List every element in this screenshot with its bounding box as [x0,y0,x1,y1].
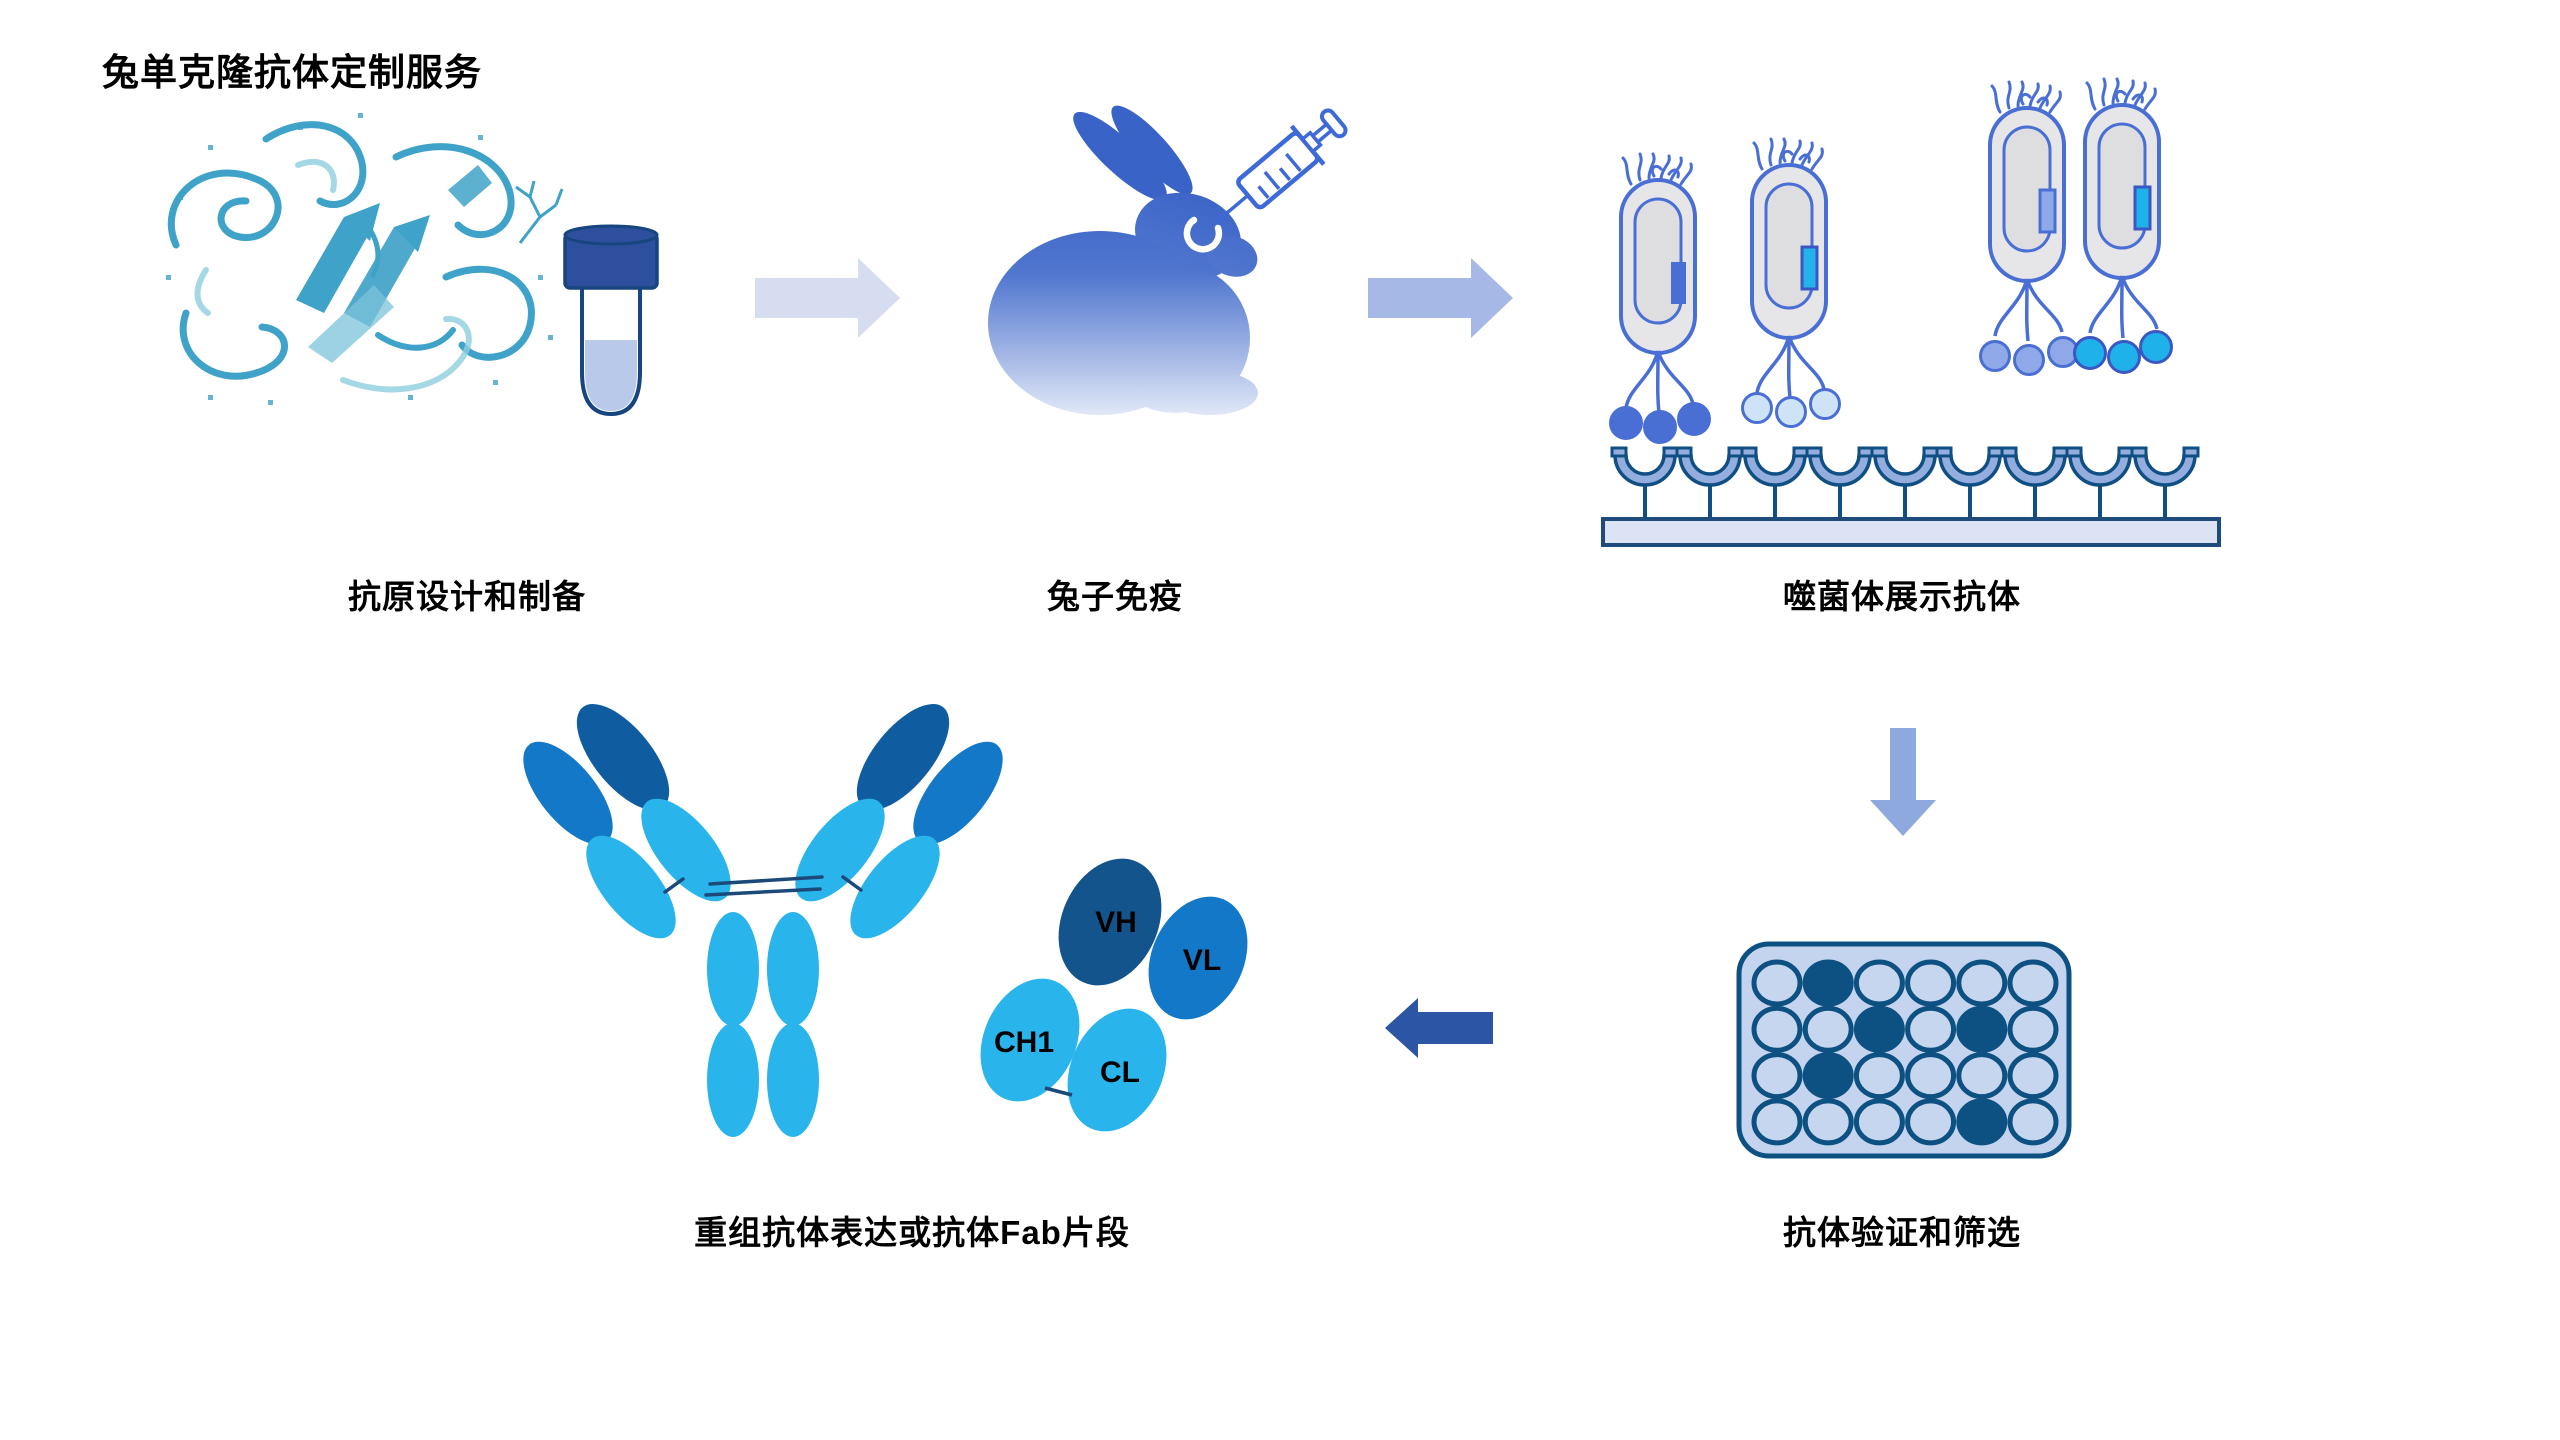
plate-well [1956,959,2008,1007]
plate-well [1853,1005,1905,1053]
fab-label-ch1: CH1 [994,1026,1054,1059]
plate-well [1905,959,1957,1007]
ch1-domain [641,798,731,902]
gene-insert [1671,262,1686,304]
arrow-left-icon [1385,998,1493,1058]
step-label-phage: 噬菌体展示抗体 [1783,578,2021,615]
vh-domain [1058,858,1162,986]
arrow-right-icon [755,258,900,338]
plate-well [2007,1005,2059,1053]
vh-domain [856,704,950,810]
plate-well [1802,1098,1854,1146]
step-label-screening: 抗体验证和筛选 [1783,1214,2021,1251]
plate-well [1853,1098,1905,1146]
rabbit-eye [1183,216,1223,253]
arrow-down-icon [1870,728,1936,836]
plate-well [1956,1098,2008,1146]
antigen-receptor-icon [2000,446,2070,519]
sample-tube-icon [563,224,659,417]
binding-surface-icon [1610,446,2200,519]
plate-well [1751,1098,1803,1146]
plate-well [1853,959,1905,1007]
glycan-sticks [515,180,564,244]
syringe-icon [1213,108,1348,225]
ch2-domain [767,912,819,1026]
plate-well [1802,1005,1854,1053]
tube-liquid [585,340,637,411]
ch3-domain [767,1023,819,1137]
gene-insert [1800,245,1819,291]
fab-label-vh: VH [1095,906,1137,939]
hinge-disulfide-bonds [663,875,863,897]
step-label-immunization: 兔子免疫 [1047,578,1183,615]
plate-well [1956,1052,2008,1100]
surface-bar [1601,517,2221,547]
plate-well [1905,1005,1957,1053]
phage-icon [1979,80,2079,376]
antibody-icon [523,704,1003,1137]
vl-domain [523,741,613,845]
plate-well [1905,1098,1957,1146]
antigen-receptor-icon [1740,446,1810,519]
disulfide-bond [1044,1086,1073,1097]
microplate-icon [1736,941,2072,1159]
ch3-domain [707,1023,759,1137]
plate-well [1751,1005,1803,1053]
fab-label-vl: VL [1183,944,1221,977]
gene-insert [2038,188,2057,234]
antigen-receptor-icon [1935,446,2005,519]
cl-domain [1067,1008,1167,1132]
page-title: 兔单克隆抗体定制服务 [102,52,482,93]
vh-domain [576,704,670,810]
plate-well [1802,1052,1854,1100]
antigen-receptor-icon [1870,446,1940,519]
rabbit-silhouette [988,105,1258,415]
fab-label-cl: CL [1100,1056,1140,1089]
plate-well [1956,1005,2008,1053]
gene-insert [2133,185,2152,231]
plate-well [2007,1052,2059,1100]
plate-wells [1751,959,2059,1146]
rabbit-icon [988,105,1348,415]
plate-well [1751,959,1803,1007]
protein-structure-icon [166,113,564,405]
antibody-illustration: VH VL CH1 CL [523,704,1248,1137]
phage-display-illustration [1601,77,2221,547]
antigen-receptor-icon [1805,446,1875,519]
plate-well [2007,1098,2059,1146]
step-label-antigen: 抗原设计和制备 [348,578,586,615]
phage-icon [2073,77,2173,374]
phage-icon [1741,137,1841,428]
arrow-right-icon [1368,258,1513,338]
ch1-domain [980,978,1080,1102]
cl-domain [850,835,940,939]
vl-domain [913,741,1003,845]
antigen-receptor-icon [1610,446,1680,519]
antigen-receptor-icon [2065,446,2135,519]
cl-domain [586,835,676,939]
antigen-receptor-icon [2130,446,2200,519]
plate-well [1853,1052,1905,1100]
vl-domain [1148,896,1248,1020]
step-label-expression: 重组抗体表达或抗体Fab片段 [694,1214,1130,1251]
beta-sheet-ribbons [296,165,492,327]
plate-well [2007,959,2059,1007]
phage-icon [1609,152,1711,444]
ch2-domain [707,912,759,1026]
antigen-receptor-icon [1675,446,1745,519]
fab-fragment-icon: VH VL CH1 CL [980,858,1248,1132]
plate-well [1751,1052,1803,1100]
plate-well [1802,959,1854,1007]
plate-well [1905,1052,1957,1100]
